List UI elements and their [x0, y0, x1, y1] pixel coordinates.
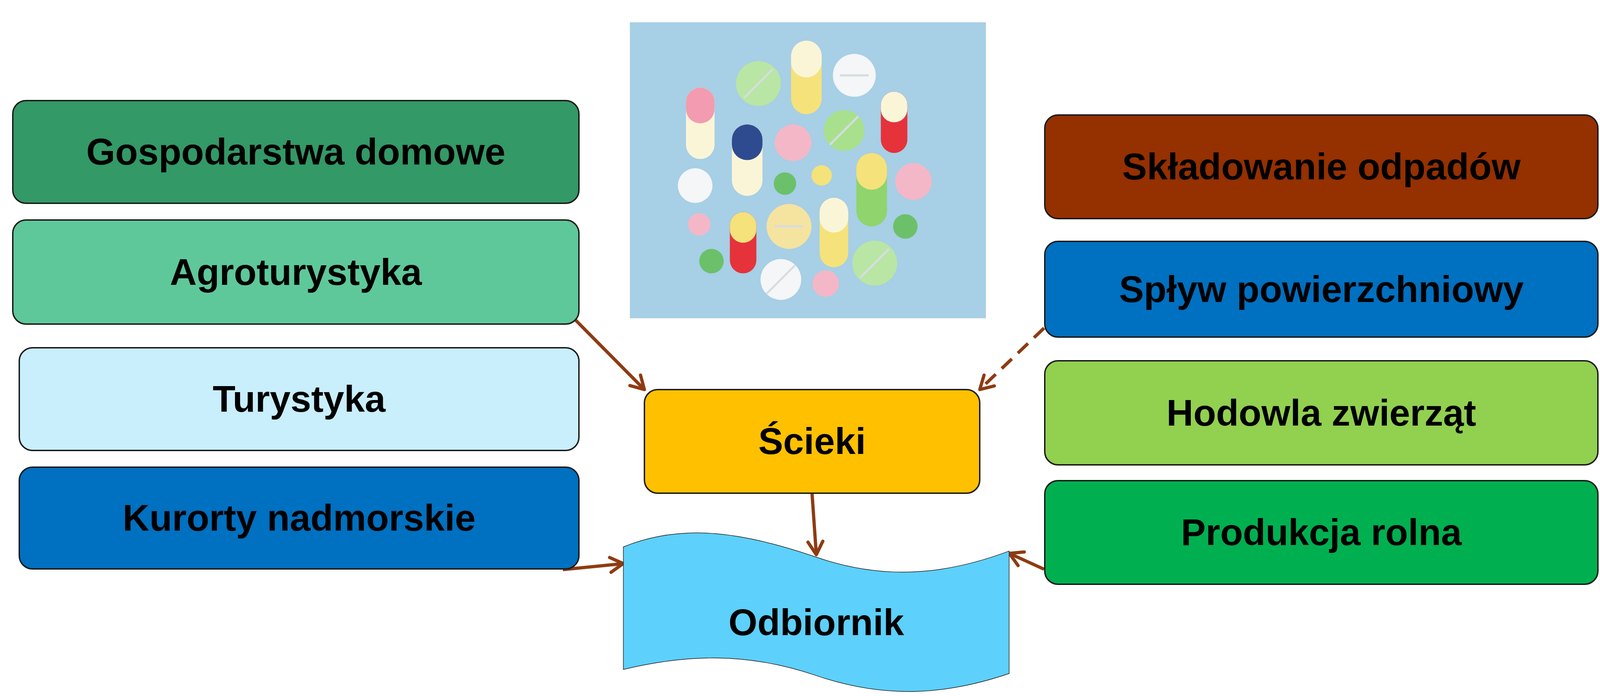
node-label: Agroturystyka — [169, 251, 422, 293]
flow-arrow — [574, 318, 644, 389]
node-label: Gospodarstwa domowe — [86, 131, 506, 173]
receiver-wave: Odbiornik — [622, 530, 1011, 696]
source-box: Produkcja rolna — [1044, 479, 1599, 585]
source-box: Kurorty nadmorskie — [18, 466, 580, 570]
node-label: Spływ powierzchniowy — [1118, 268, 1524, 310]
flow-arrow — [812, 493, 817, 554]
source-box: Gospodarstwa domowe — [12, 99, 580, 204]
flow-arrow — [980, 327, 1045, 389]
source-box: Spływ powierzchniowy — [1044, 240, 1599, 338]
node-label: Ścieki — [758, 420, 866, 462]
node-label: Hodowla zwierząt — [1166, 392, 1477, 434]
source-box: Składowanie odpadów — [1044, 114, 1599, 220]
source-box: Turystyka — [18, 346, 580, 451]
flow-arrow — [1010, 553, 1045, 569]
node-label: Odbiornik — [728, 601, 905, 643]
node-label: Turystyka — [212, 378, 386, 420]
node-label: Produkcja rolna — [1181, 511, 1463, 553]
node-label: Składowanie odpadów — [1122, 146, 1521, 188]
wastewater-box: Ścieki — [643, 388, 981, 494]
node-label: Kurorty nadmorskie — [122, 497, 476, 539]
source-box: Agroturystyka — [12, 219, 580, 325]
pills-illustration — [629, 22, 987, 319]
source-box: Hodowla zwierząt — [1044, 359, 1599, 466]
